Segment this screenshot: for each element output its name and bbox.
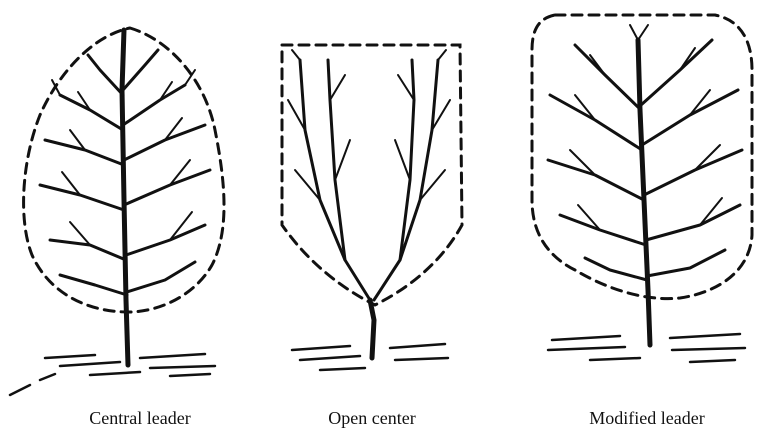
modified-leader-ground	[548, 334, 745, 362]
caption-central-leader: Central leader	[20, 408, 260, 429]
caption-modified-leader: Modified leader	[527, 408, 767, 429]
central-leader-tree	[10, 28, 224, 395]
modified-leader-tree	[532, 15, 752, 362]
open-center-tree	[282, 45, 462, 370]
central-leader-trunk	[122, 30, 128, 365]
central-leader-ground	[10, 354, 215, 395]
open-center-trunk	[370, 300, 374, 358]
caption-open-center: Open center	[252, 408, 492, 429]
